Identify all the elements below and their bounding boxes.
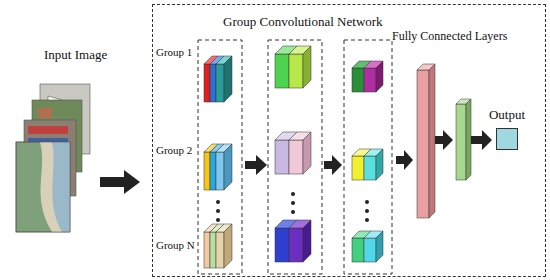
conv-slabs <box>204 56 232 268</box>
group-label: Group 1 <box>156 46 192 58</box>
conv-cubes-small <box>352 61 383 262</box>
fc-label: Fully Connected Layers <box>392 30 507 43</box>
network-frame: Group Convolutional NetworkOutput <box>152 4 546 277</box>
group-label: Group N <box>156 239 195 251</box>
input-image-stack <box>16 84 90 232</box>
frame-title: Group Convolutional Network <box>223 14 383 30</box>
group-columns <box>198 40 392 274</box>
ellipsis-dots <box>216 192 369 222</box>
fc-layers <box>417 64 471 218</box>
input-label: Input Image <box>44 48 107 62</box>
conv-cubes <box>275 46 311 262</box>
output-box: Output <box>496 128 518 150</box>
group-label: Group 2 <box>156 144 192 156</box>
output-label: Output <box>489 107 525 123</box>
